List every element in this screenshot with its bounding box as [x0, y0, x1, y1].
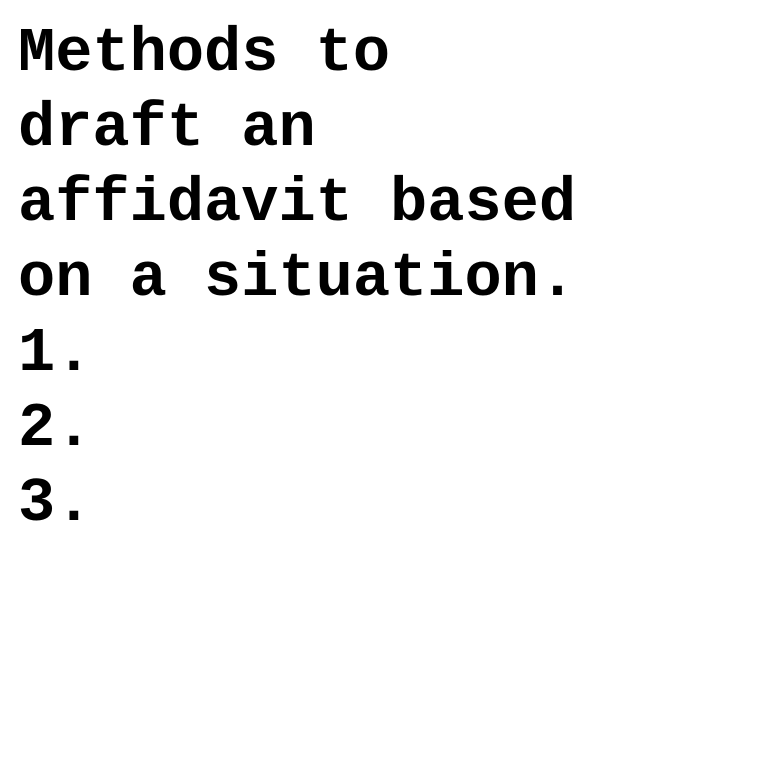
document-page: Methods to draft an affidavit based on a…: [18, 16, 753, 541]
list-item-3: 3.: [18, 468, 93, 539]
title-line-4: on a situation.: [18, 243, 577, 314]
title-line-2: draft an: [18, 93, 316, 164]
title-line-1: Methods to: [18, 18, 391, 89]
title-line-3: affidavit based: [18, 168, 577, 239]
list-item-1: 1.: [18, 318, 93, 389]
title: Methods to draft an affidavit based on a…: [18, 16, 753, 316]
numbered-list: 1. 2. 3.: [18, 316, 753, 541]
list-item-2: 2.: [18, 393, 93, 464]
